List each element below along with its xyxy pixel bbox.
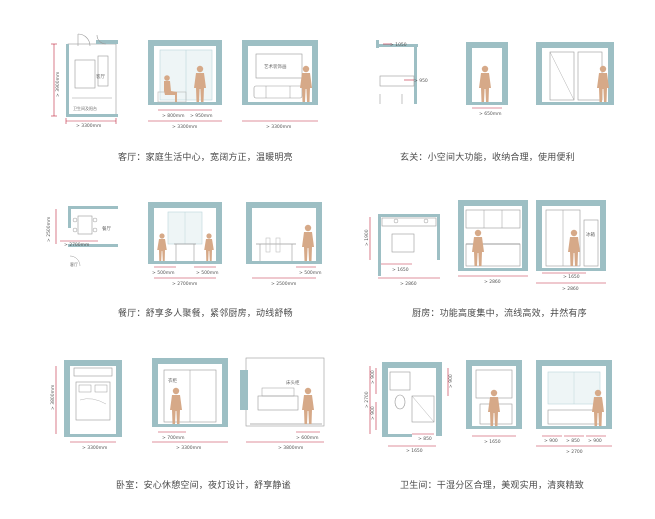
caption-kitchen: 厨房：功能高度集中，流线高效，井然有序 [412, 309, 587, 319]
kitchen-elevation-2 [536, 200, 606, 271]
bedroom-elev1-dim-total: > 3300mm [176, 445, 201, 451]
kitchen-elev1-dim-total: > 2860 [484, 279, 501, 285]
dining-elev2-dim-total: > 2500mm [271, 281, 296, 287]
bedroom-elevation-2 [240, 357, 325, 427]
dining-plan-label: 餐厅 [102, 225, 111, 232]
bath-elev2-dim-3: > 900 [588, 438, 602, 444]
living-elev2-dim-total: > 3300mm [266, 124, 291, 130]
bedroom-section: > 3800mm > 3300mm 衣柜 > 700mm > 3300mm 床头… [50, 357, 325, 451]
bathroom-elevation-1 [466, 360, 522, 429]
dining-elev2-dim-1: > 500mm [299, 270, 322, 276]
entry-plan-dim-top-text: > 1050 [390, 42, 407, 48]
bedroom-elev2-dim-1: > 600mm [296, 435, 319, 441]
dining-section: 餐厅 客厅 > 2500mm > 2700mm > 500mm > 500mm … [46, 202, 322, 287]
bathroom-plan [382, 362, 442, 437]
bath-elev2-dim-1: > 900 [544, 438, 558, 444]
dining-plan [68, 206, 118, 267]
bedroom-elev2-dim-total: > 3800mm [278, 445, 303, 451]
dining-elevation-2 [246, 202, 322, 264]
kitchen-section: > 1900 > 1650 > 2860 > 2860 冰箱 > [364, 200, 606, 292]
entry-elev1-dim-total: > 650mm [479, 111, 502, 117]
living-elev1-dim-total: > 3300mm [172, 124, 197, 130]
dining-elevation-1 [148, 202, 222, 264]
bath-elev1-dim-total: > 1650 [484, 439, 501, 445]
kitchen-plan-dim-vertical-text: > 1900 [364, 229, 370, 246]
living-elev1-dims [148, 109, 222, 122]
living-plan-label: 客厅 [96, 73, 105, 80]
entry-elevation-2 [536, 42, 614, 105]
living-plan-label-2: 卫生间及阳台 [73, 105, 97, 111]
caption-entry: 玄关：小空间大功能，收纳合理，使用便利 [400, 153, 575, 163]
bedroom-elev1-dim-1: > 700mm [162, 435, 185, 441]
entry-section: > 1050 > 950 > 650mm [376, 40, 614, 117]
caption-bath: 卫生间：干湿分区合理，美观实用，清爽精致 [400, 481, 585, 491]
living-elev1-dim-1: > 800mm [162, 113, 185, 119]
living-plan-dim-bottom-text: > 3300mm [76, 123, 101, 129]
living-plan-dim-vertical: > 3900mm [51, 43, 61, 117]
kitchen-plan [378, 214, 440, 276]
bedroom-plan-dim-bottom-text: > 3300mm [82, 445, 107, 451]
kitchen-elev2-label: 冰箱 [586, 231, 595, 238]
dining-plan-dim-vertical-text: > 2500mm [46, 217, 52, 242]
bedroom-elevation-1 [152, 358, 228, 427]
living-room-section: 客厅 卫生间及阳台 > 3900mm > 3300mm [51, 33, 318, 130]
living-elev1-dim-2: > 950mm [190, 113, 213, 119]
entry-plan [376, 40, 418, 104]
bath-plan-dim-left-b-text: > 900 [370, 370, 376, 384]
dining-plan-dim-bottom-text: > 2700mm [64, 242, 89, 248]
bathroom-elevation-2 [536, 360, 612, 429]
bedroom-plan [64, 360, 122, 437]
kitchen-plan-dim-bottom-text: > 2860 [400, 281, 417, 287]
living-elev2-label: 艺术装饰画 [264, 63, 287, 70]
entry-plan-dim-side-text: > 950 [414, 78, 428, 84]
bath-plan-dim-inner-text: > 850 [418, 436, 432, 442]
kitchen-elev2-dim-total: > 2860 [562, 286, 579, 292]
bath-plan-dim-left-a-text: > 2700 [364, 391, 370, 408]
living-room-plan [66, 33, 118, 117]
bathroom-section: > 2700 > 900 > 900 > 900 > 850 > 1650 > … [364, 360, 612, 455]
bath-elev2-dim-total: > 2700 [566, 449, 583, 455]
bath-plan-dim-right-text: > 900 [448, 374, 454, 388]
kitchen-elev2-dim-inner-text: > 1650 [563, 274, 580, 280]
bedroom-elev2-label: 床头柜 [286, 379, 300, 386]
dining-plan-label-2: 客厅 [70, 261, 78, 267]
living-elevation-2 [242, 40, 318, 105]
kitchen-elevation-1 [458, 200, 528, 271]
dining-elev1-dim-1: > 500mm [152, 270, 175, 276]
living-elevation-1 [148, 40, 222, 105]
living-plan-dim-vertical-text: > 3900mm [55, 72, 61, 97]
bath-plan-dim-bottom-text: > 1650 [406, 448, 423, 454]
entry-elevation-1 [466, 42, 508, 105]
bedroom-plan-dim-vertical-text: > 3800mm [50, 385, 56, 410]
caption-dining: 餐厅：舒享多人聚餐，紧邻厨房，动线舒畅 [118, 309, 293, 319]
dining-elev1-dim-total: > 2700mm [172, 281, 197, 287]
dining-elev1-dims [154, 266, 216, 279]
caption-living: 客厅：家庭生活中心，宽阔方正，温暖明亮 [118, 153, 293, 163]
caption-bedroom: 卧室：安心休憩空间，夜灯设计，舒享静谧 [116, 481, 291, 491]
bath-elev2-dim-2: > 850 [566, 438, 580, 444]
bath-plan-dim-left-c-text: > 900 [370, 406, 376, 420]
bath-elev2-dims [536, 435, 612, 447]
living-plan-dim-bottom: > 3300mm [65, 118, 117, 129]
dining-elev1-dim-2: > 500mm [196, 270, 219, 276]
bedroom-elev1-label: 衣柜 [168, 377, 177, 384]
kitchen-plan-dim-inner-text: > 1650 [392, 267, 409, 273]
